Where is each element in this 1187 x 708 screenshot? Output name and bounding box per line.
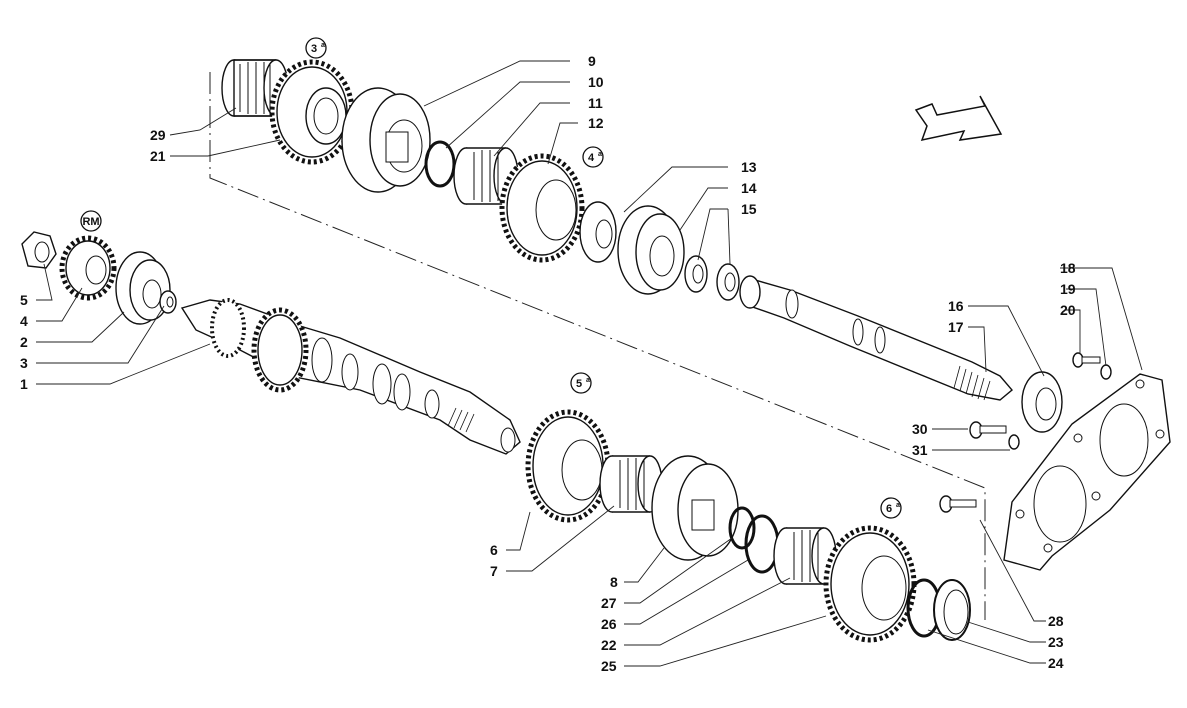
- badge-fourth-gear: 4 a: [582, 146, 604, 168]
- part-23-half-rings: [933, 579, 971, 641]
- callout-23: 23: [1048, 634, 1064, 650]
- part-12-fourth-gear: [499, 153, 585, 263]
- callout-2: 2: [20, 334, 28, 350]
- callout-1: 1: [20, 376, 28, 392]
- part-20-bolt: [1072, 352, 1101, 368]
- part-4-reverse-gear: [59, 235, 117, 301]
- callout-7: 7: [490, 563, 498, 579]
- callout-labels: 29 21 9 10 11 12 13 14 15 18 19 20 16 17…: [20, 53, 1076, 674]
- callout-26: 26: [601, 616, 617, 632]
- part-7-needle-bearing: [599, 455, 663, 513]
- part-14-ball-bearing: [617, 205, 685, 295]
- part-28-bolt: [939, 495, 977, 513]
- part-30-bolt: [969, 421, 1007, 439]
- part-10-snap-ring: [424, 140, 456, 188]
- callout-13: 13: [741, 159, 757, 175]
- badge-reverse-label: RM: [82, 216, 99, 228]
- part-18-cover-plate: [1003, 373, 1171, 571]
- callout-22: 22: [601, 637, 617, 653]
- callout-16: 16: [948, 298, 964, 314]
- callout-17: 17: [948, 319, 964, 335]
- callout-4: 4: [20, 313, 28, 329]
- callout-11: 11: [588, 95, 603, 111]
- part-22-needle-bearing: [773, 527, 837, 585]
- callout-10: 10: [588, 74, 604, 90]
- callout-8: 8: [610, 574, 618, 590]
- callout-6: 6: [490, 542, 498, 558]
- part-27-snap-ring: [728, 506, 756, 550]
- part-16-shaft-bearing: [1021, 371, 1063, 433]
- badge-third-ordinal: a: [321, 42, 325, 49]
- part-1-main-shaft: [180, 298, 521, 455]
- badge-sixth-number: 6: [886, 503, 892, 515]
- callout-21: 21: [150, 148, 166, 164]
- part-19-washer: [1100, 364, 1112, 380]
- upper-shaft-assembly: [221, 59, 1063, 433]
- badge-fifth-gear: 5 a: [570, 372, 592, 394]
- callout-19: 19: [1060, 281, 1076, 297]
- badge-sixth-gear: 6 a: [880, 497, 902, 519]
- callout-18: 18: [1060, 260, 1076, 276]
- main-shaft-assembly: [21, 231, 971, 643]
- badge-fifth-ordinal: a: [586, 377, 590, 384]
- callout-12: 12: [588, 115, 604, 131]
- badge-third-gear: 3 a: [305, 37, 327, 59]
- callout-25: 25: [601, 658, 617, 674]
- callout-24: 24: [1048, 655, 1064, 671]
- callout-15: 15: [741, 201, 757, 217]
- callout-20: 20: [1060, 302, 1076, 318]
- part-17-output-shaft: [739, 275, 1013, 401]
- callout-9: 9: [588, 53, 596, 69]
- callout-29: 29: [150, 127, 166, 143]
- direction-arrow-icon: [914, 95, 1003, 142]
- callout-28: 28: [1048, 613, 1064, 629]
- callout-5: 5: [20, 292, 28, 308]
- part-11-needle-bearing: [453, 147, 519, 205]
- assembly-axis-lines: [209, 72, 986, 620]
- part-2-bearing: [115, 251, 171, 325]
- part-3-spacer: [159, 290, 177, 314]
- callout-30: 30: [912, 421, 928, 437]
- part-6-fifth-gear: [525, 409, 611, 523]
- part-21-third-gear: [269, 59, 355, 165]
- part-13-spacer-ring: [579, 201, 617, 263]
- badge-sixth-ordinal: a: [896, 502, 900, 509]
- badge-fifth-number: 5: [576, 378, 582, 390]
- part-15-retaining-rings: [684, 255, 740, 301]
- badge-fourth-number: 4: [588, 152, 595, 164]
- badge-reverse: RM: [80, 210, 102, 232]
- part-25-sixth-gear: [823, 525, 917, 643]
- part-8-synchro-sleeve: [651, 455, 739, 561]
- callout-27: 27: [601, 595, 617, 611]
- part-9-synchro-sleeve: [341, 87, 431, 193]
- badge-third-number: 3: [311, 43, 317, 55]
- part-5-nut: [21, 231, 57, 269]
- callout-3: 3: [20, 355, 28, 371]
- leader-lines: [36, 60, 1143, 667]
- callout-14: 14: [741, 180, 757, 196]
- callout-31: 31: [912, 442, 928, 458]
- part-31-washer: [1008, 434, 1020, 450]
- badge-fourth-ordinal: a: [598, 151, 602, 158]
